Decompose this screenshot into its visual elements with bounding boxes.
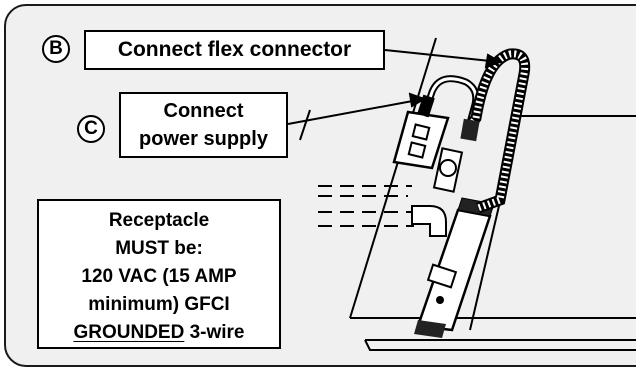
receptacle-line3: 120 VAC (15 AMP <box>81 266 237 287</box>
wire-text: 3-wire <box>184 322 245 343</box>
supply-lines <box>318 185 414 227</box>
grounded-text: GROUNDED <box>73 322 185 343</box>
callout-arrows <box>287 49 503 125</box>
label-b: B <box>42 35 70 63</box>
flex-connector-callout: Connect flex connector <box>84 30 385 70</box>
receptacle-requirements: Receptacle MUST be: 120 VAC (15 AMP mini… <box>37 199 281 349</box>
receptacle-line5: GROUNDED 3-wire <box>39 319 279 347</box>
power-callout-line1: Connect <box>163 100 244 122</box>
label-c: C <box>77 115 105 143</box>
pipe-elbow <box>411 205 447 237</box>
flex-connector <box>460 48 531 214</box>
power-supply-callout: Connect power supply <box>119 92 288 158</box>
receptacle-line2: MUST be: <box>115 238 203 259</box>
outlet-receptacle <box>392 110 450 170</box>
receptacle-line4: minimum) GFCI <box>88 294 230 315</box>
valve <box>432 147 464 193</box>
receptacle-line1: Receptacle <box>108 210 210 231</box>
control-unit <box>414 197 495 338</box>
power-callout-line2: power supply <box>139 128 268 150</box>
